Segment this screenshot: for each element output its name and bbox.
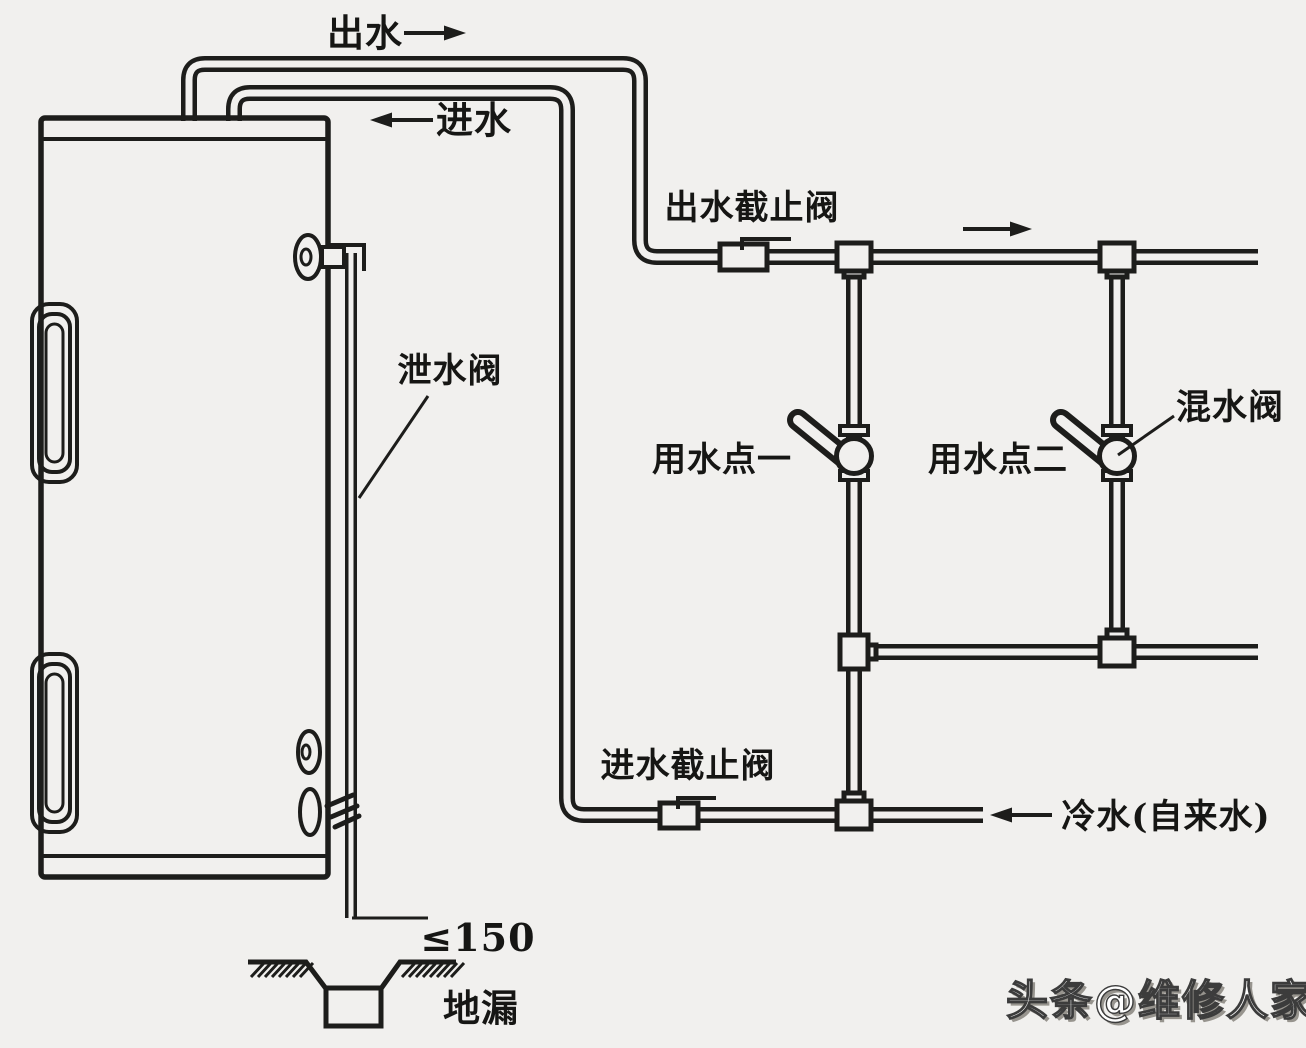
mixing-valve-leader-line [1117, 414, 1175, 457]
drain-valve-fitting [293, 233, 366, 281]
tap-flange [298, 787, 322, 837]
cold-in-arrow-icon [370, 112, 433, 128]
handle-slot [44, 322, 65, 464]
valve-handle [676, 796, 716, 809]
ground-line-left [248, 959, 329, 992]
fitting-cap [328, 243, 366, 271]
ground-hatching-left [249, 961, 315, 979]
label-cold-water-source: 冷水(自来水) [1061, 797, 1270, 837]
arrow-head [444, 25, 466, 41]
label-water-use-point-2: 用水点二 [928, 440, 1068, 480]
arrow-head [370, 112, 392, 128]
tap-knob-line [324, 792, 356, 809]
valve-ball [1097, 436, 1137, 476]
hot-water-outlet-pipe [181, 56, 1262, 265]
handle-slot [44, 672, 65, 814]
ground-hatching-right [400, 961, 466, 979]
handle-outline [30, 302, 79, 484]
valve-ball [834, 436, 874, 476]
drain-valve-leader-line [357, 395, 430, 499]
pipe-core [230, 89, 987, 819]
arrow-head [990, 807, 1012, 823]
tee-body [834, 798, 874, 832]
label-cold-water-in: 进水 [436, 98, 512, 142]
floor-drain-assembly [248, 916, 466, 1029]
watermark-text: 头条@维修人家 [1006, 976, 1306, 1025]
pipe-core [185, 60, 1262, 261]
tee-manifold-left [837, 632, 879, 672]
label-mixing-valve: 混水阀 [1176, 387, 1284, 428]
fitting-connector [320, 245, 346, 269]
cold-source-arrow-icon [990, 807, 1052, 823]
watermark-shadow-text: 头条@维修人家 [1009, 979, 1306, 1028]
label-inlet-stop-valve: 进水截止阀 [601, 746, 776, 786]
tank-handle-upper [30, 302, 79, 484]
handle-middle [37, 312, 72, 474]
tank-handle-lower [30, 652, 79, 834]
tap-knob-line [332, 813, 362, 830]
ground-line-right [377, 959, 456, 992]
valve-handle [740, 237, 791, 250]
hot-line-flow-arrow-icon [963, 221, 1032, 237]
tank-body [38, 115, 331, 880]
fitting-bolt [299, 247, 313, 267]
handle-middle [37, 662, 72, 824]
hot-out-arrow-icon [404, 25, 466, 41]
label-water-use-point-1: 用水点一 [652, 440, 792, 480]
tee-body [834, 240, 874, 274]
handle-outline [30, 652, 79, 834]
mixing-valve-1 [787, 409, 874, 482]
label-floor-drain: 地漏 [443, 986, 519, 1030]
water-heater-tank [30, 115, 366, 880]
arrow-head [1010, 221, 1032, 237]
fitting-flange [293, 233, 323, 281]
tee-hot-right [1097, 240, 1137, 280]
port-bolt [300, 743, 312, 761]
tap-knob-line [328, 803, 360, 820]
cold-water-inlet-pipe [226, 85, 987, 823]
tee-cold-supply [834, 790, 874, 832]
tee-manifold-right [1097, 627, 1137, 669]
valve-flange-top [838, 424, 870, 437]
tee-hot-left [834, 240, 874, 280]
label-hot-water-out: 出水 [327, 11, 403, 55]
label-drain-gap-dimension: ≤150 [420, 915, 535, 960]
label-outlet-stop-valve: 出水截止阀 [665, 188, 840, 228]
outlet-stop-valve [717, 237, 791, 273]
watermark: 头条@维修人家 头条@维修人家 [1005, 975, 1306, 1028]
valve-flange-top [1101, 424, 1133, 437]
floor-drain-pit [323, 985, 384, 1029]
tee-body [1097, 240, 1137, 274]
tee-body [837, 632, 871, 672]
mixing-valve-2 [1050, 409, 1175, 482]
tank-drain-tap [298, 787, 362, 837]
inlet-stop-valve [657, 796, 716, 831]
label-drain-valve: 泄水阀 [398, 351, 503, 391]
tee-body [1097, 635, 1137, 669]
tank-side-port [296, 729, 322, 775]
